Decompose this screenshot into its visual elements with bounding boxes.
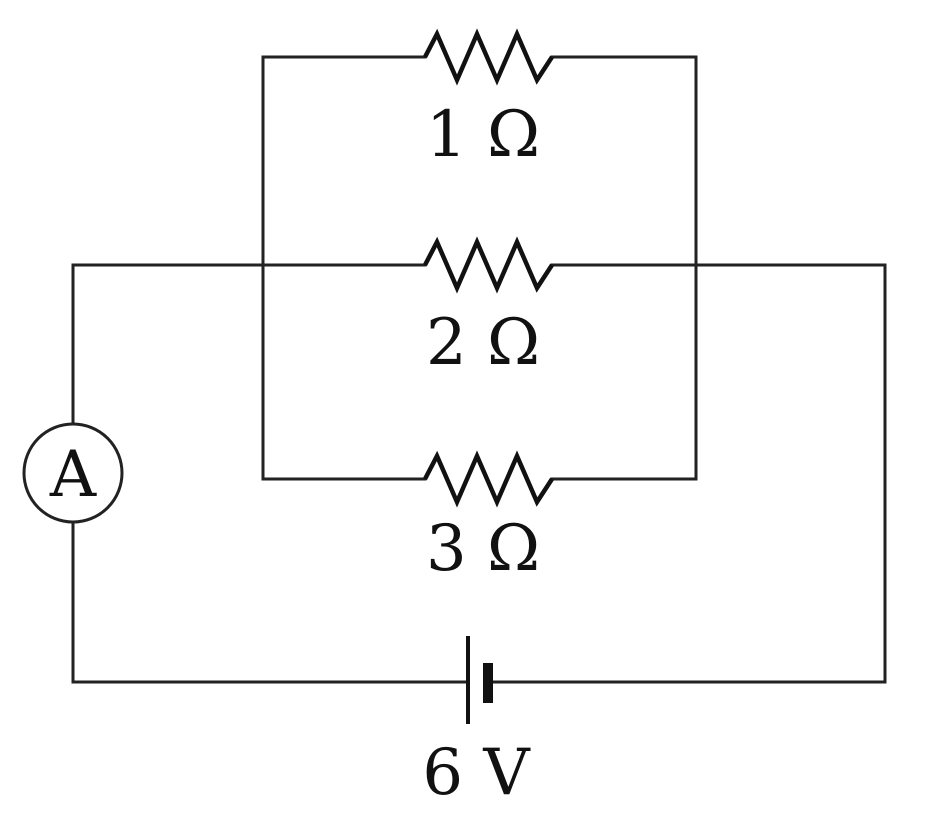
resistor-2-label: 2 Ω [426,306,540,380]
resistor-2: 2 Ω [423,236,554,380]
inner-loop-wires [261,55,698,481]
ammeter-label: A [49,438,97,512]
resistor-3-label: 3 Ω [426,512,540,586]
battery: 6 V [422,636,531,810]
resistor-1-label: 1 Ω [426,98,540,172]
outer-loop-wires [71,263,887,684]
resistor-3: 3 Ω [423,450,554,586]
battery-label: 6 V [422,736,531,810]
ammeter: A [22,422,124,524]
resistor-1: 1 Ω [423,28,554,172]
